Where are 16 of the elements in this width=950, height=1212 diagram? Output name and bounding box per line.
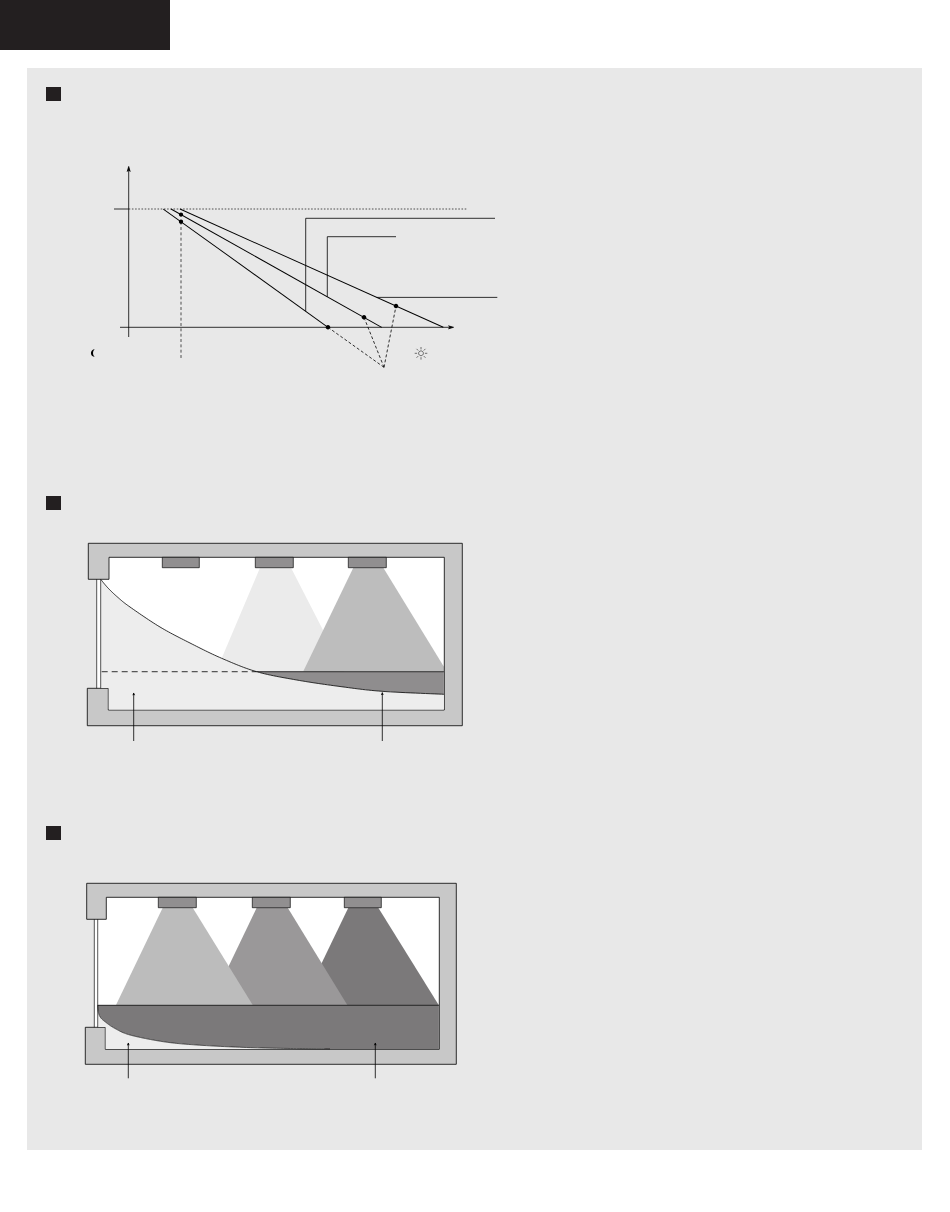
leader-arrow	[127, 1042, 130, 1079]
leader-line	[305, 217, 496, 312]
graph-line	[179, 208, 444, 328]
leader-arrow	[132, 692, 135, 742]
leader-line	[326, 236, 397, 298]
leader-line	[329, 328, 385, 368]
leader-line	[364, 319, 385, 368]
leader-arrow	[381, 692, 384, 742]
graph-line	[163, 208, 329, 328]
shaded-band	[256, 671, 445, 695]
shaded-area	[100, 578, 445, 710]
leader-line	[383, 307, 396, 368]
leader-arrow	[374, 1042, 377, 1079]
graph-line	[170, 208, 382, 328]
shaded-area	[97, 1005, 331, 1050]
leader-line	[376, 297, 498, 298]
